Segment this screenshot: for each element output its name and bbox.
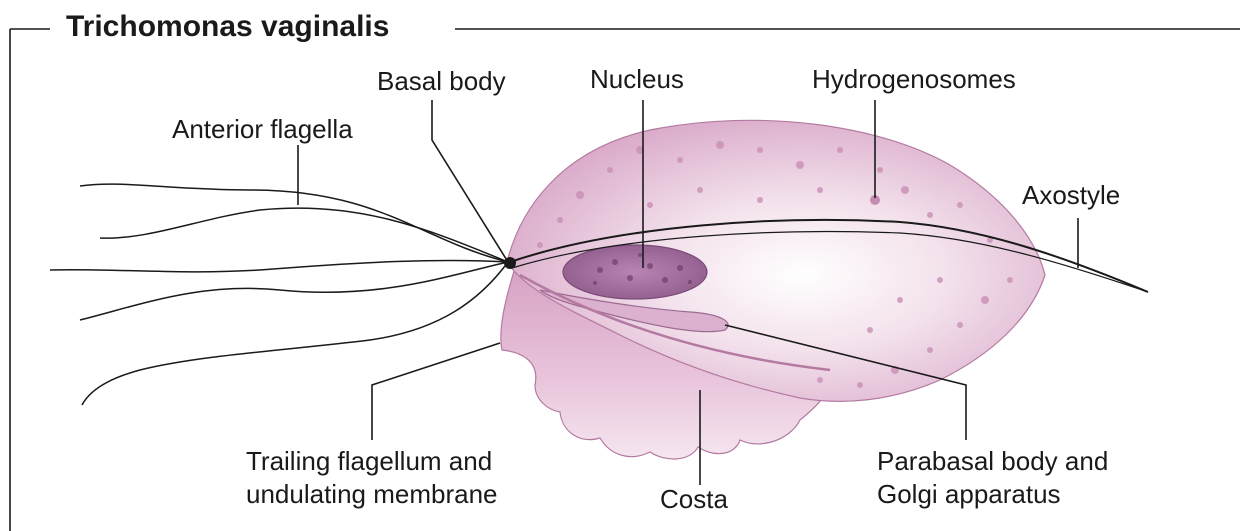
label-trailing-line2: undulating membrane [246, 479, 498, 509]
leader-basal-body [432, 100, 508, 262]
label-hydrogenosomes: Hydrogenosomes [812, 64, 1016, 94]
label-basal-body: Basal body [377, 66, 506, 96]
leader-trailing [372, 343, 500, 440]
trailing-flagellum [82, 262, 508, 405]
label-axostyle: Axostyle [1022, 180, 1120, 210]
label-anterior-flagella: Anterior flagella [172, 114, 353, 144]
label-parabasal-line1: Parabasal body and [877, 446, 1108, 476]
label-trailing-line1: Trailing flagellum and [246, 446, 492, 476]
label-nucleus: Nucleus [590, 64, 684, 94]
label-parabasal-line2: Golgi apparatus [877, 479, 1061, 509]
anterior-flagella [50, 184, 508, 320]
figure-title: Trichomonas vaginalis [66, 10, 389, 43]
nucleus [563, 245, 707, 299]
label-costa: Costa [660, 484, 728, 514]
